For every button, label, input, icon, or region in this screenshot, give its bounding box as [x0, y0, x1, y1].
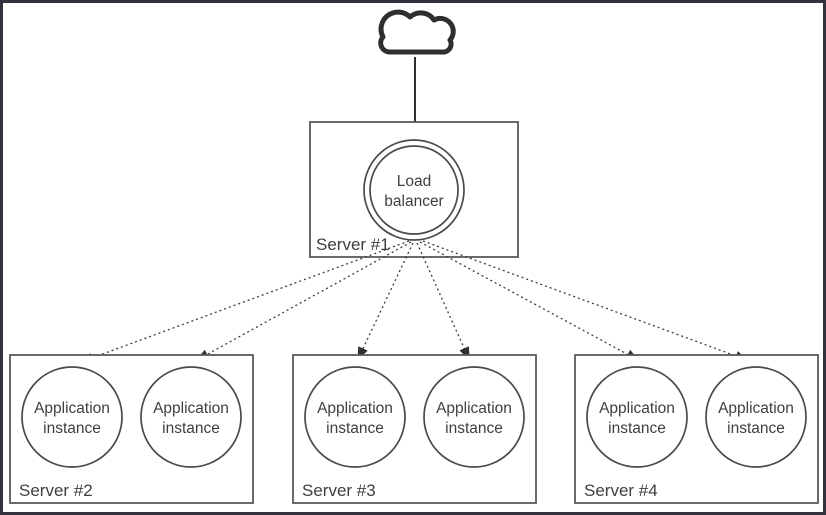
app-instance-label-line1: Application	[436, 400, 512, 417]
cloud-icon	[378, 9, 456, 55]
app-instance-node: Application instance	[140, 366, 242, 468]
app-instance-node: Application instance	[423, 366, 525, 468]
server-4-label: Server #4	[584, 481, 658, 500]
server-3-label: Server #3	[302, 481, 376, 500]
app-instance-label-line1: Application	[599, 400, 675, 417]
app-instance-label-line1: Application	[153, 400, 229, 417]
app-instance-label-line2: instance	[445, 420, 503, 437]
app-instance-label-line2: instance	[43, 420, 101, 437]
app-instance-node: Application instance	[21, 366, 123, 468]
lb-to-instance-link-3	[357, 242, 414, 361]
app-instance-label-line2: instance	[162, 420, 220, 437]
load-balancer-label-line1: Load	[397, 173, 431, 190]
lb-to-instance-link-5	[419, 241, 640, 361]
server-1-label: Server #1	[316, 235, 390, 254]
load-balancer-label-line2: balancer	[384, 193, 443, 210]
app-instance-label-line1: Application	[34, 400, 110, 417]
app-instance-label-line2: instance	[727, 420, 785, 437]
lb-to-instances-links	[79, 240, 749, 363]
app-instance-node: Application instance	[304, 366, 406, 468]
app-instance-node: Application instance	[705, 366, 807, 468]
server-4-box: Application instance Application instanc…	[574, 354, 819, 504]
server-3-box: Application instance Application instanc…	[292, 354, 537, 504]
app-instance-label-line2: instance	[326, 420, 384, 437]
app-instance-node: Application instance	[586, 366, 688, 468]
app-instance-label-line1: Application	[718, 400, 794, 417]
server-2-label: Server #2	[19, 481, 93, 500]
lb-to-instance-link-1	[79, 240, 410, 363]
server-2-box: Application instance Application instanc…	[9, 354, 254, 504]
lb-to-instance-link-6	[422, 240, 749, 361]
lb-to-instance-link-2	[195, 241, 412, 361]
lb-to-instance-link-4	[416, 242, 470, 361]
app-instance-label-line1: Application	[317, 400, 393, 417]
load-balancer-node-inner-circle	[369, 145, 459, 235]
server-1-box: Load balancer Server #1	[309, 121, 519, 258]
app-instance-label-line2: instance	[608, 420, 666, 437]
